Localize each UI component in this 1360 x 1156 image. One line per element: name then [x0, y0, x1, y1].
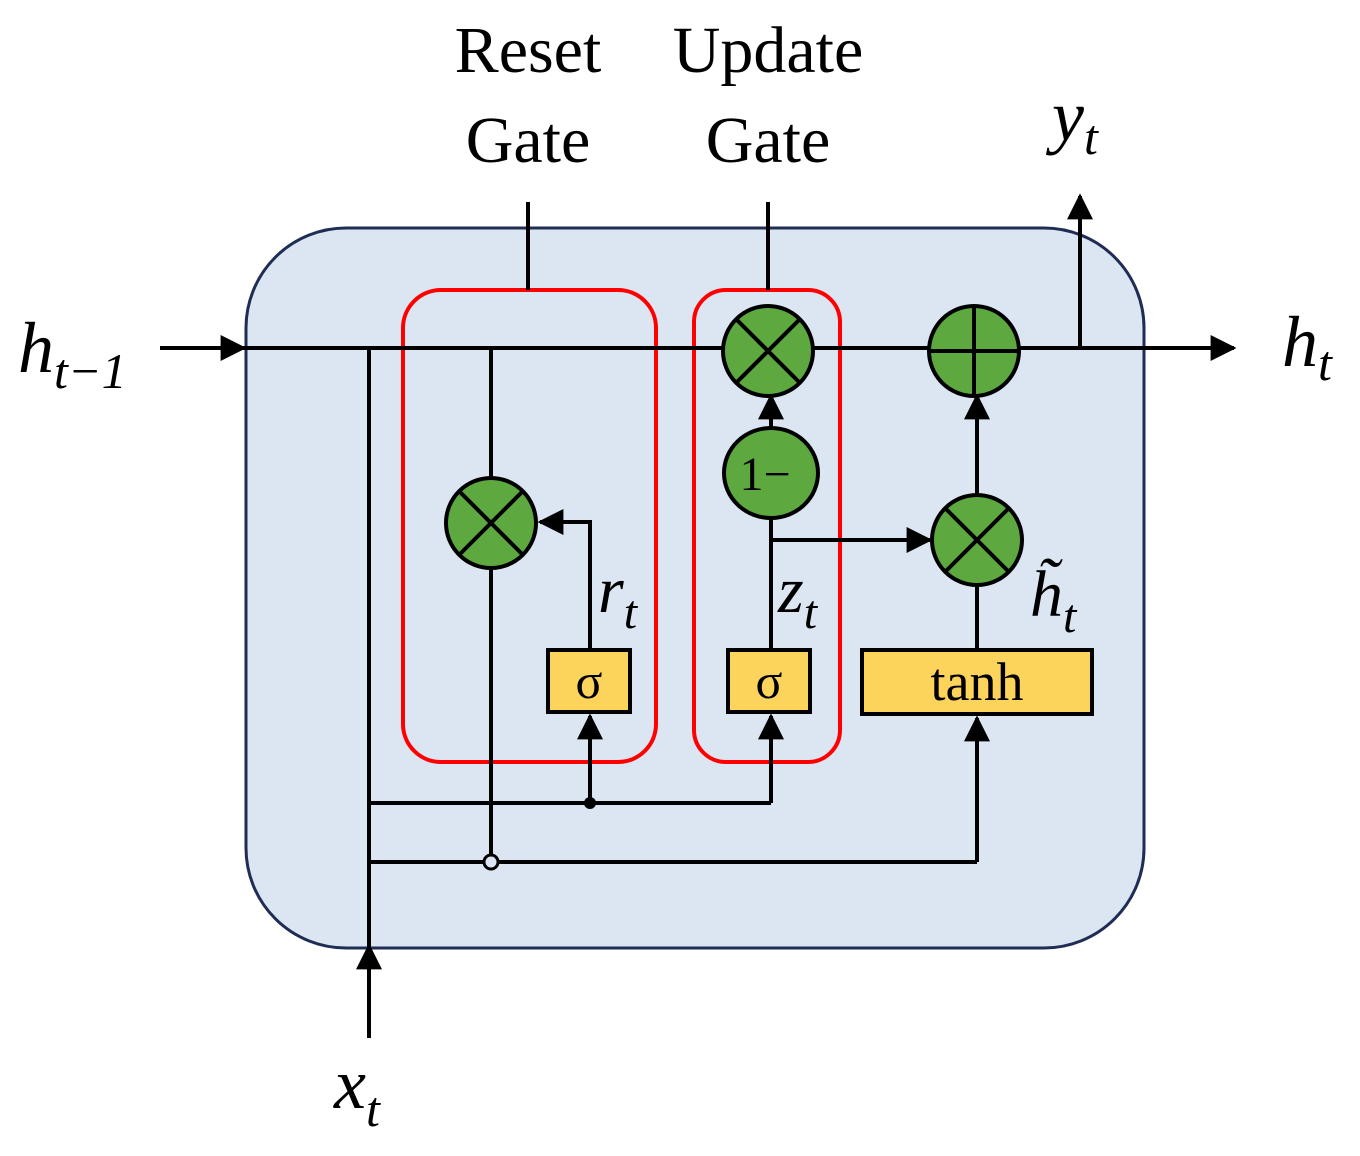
update-multiply-op: [721, 304, 815, 398]
update-gate-title-line1: Update: [673, 14, 864, 87]
update-sigma-box: σ: [726, 648, 812, 714]
one-minus-label: 1−: [739, 448, 790, 501]
reset-multiply-op: [444, 476, 538, 570]
junction-dot: [584, 797, 596, 809]
z-label: zt: [777, 554, 819, 639]
x-label: xt: [333, 1044, 381, 1137]
h-out-label: ht: [1282, 302, 1333, 391]
reset-sigma-box: σ: [546, 648, 632, 714]
crossover-hop: [482, 853, 500, 871]
r-label: rt: [598, 554, 639, 639]
add-op: [927, 304, 1021, 398]
tanh-label: tanh: [931, 652, 1024, 712]
h-prev-label: ht−1: [18, 308, 127, 399]
r-signal-line: [537, 509, 592, 650]
reset-gate-title-line1: Reset: [455, 14, 602, 87]
y-label: yt: [1045, 76, 1099, 165]
reset-gate-title-line2: Gate: [466, 104, 591, 177]
update-gate-title-line2: Gate: [706, 104, 831, 177]
reset-sigma-label: σ: [576, 653, 603, 709]
tanh-box: tanh: [860, 648, 1094, 716]
one-minus-op: 1−: [722, 426, 820, 520]
h-tilde-label: h̃t: [1030, 558, 1078, 643]
update-sigma-label: σ: [756, 653, 783, 709]
candidate-multiply-op: [930, 493, 1024, 587]
